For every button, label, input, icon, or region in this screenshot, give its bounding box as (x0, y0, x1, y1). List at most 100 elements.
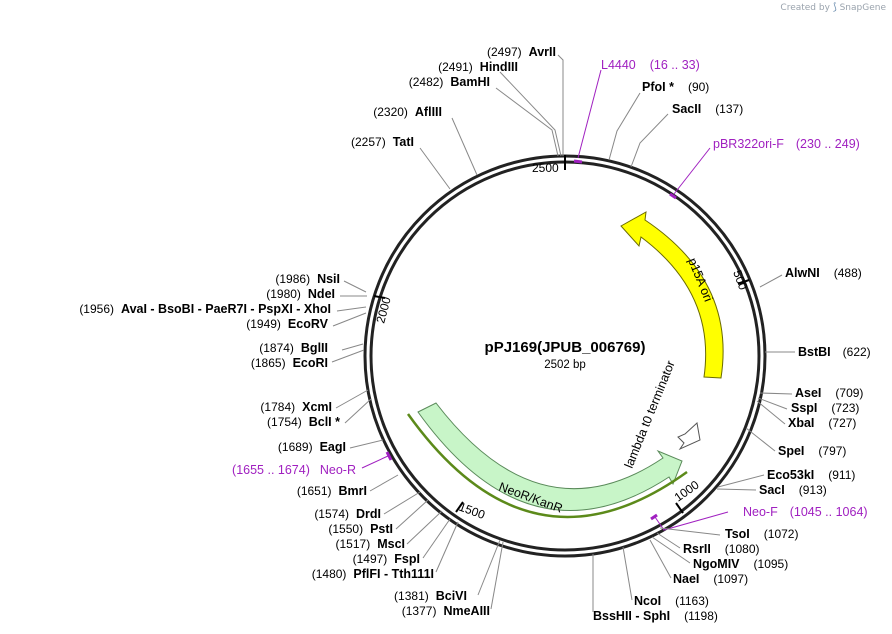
site-label-afliii: (2320)AflIII (373, 105, 442, 119)
leader-tsoi (659, 527, 721, 536)
tick-2000-mark (373, 295, 386, 299)
site-label-bglii: (1874)BglII (259, 341, 328, 355)
site-label-alwni: AlwNI(488) (785, 266, 862, 280)
leader-ncoi (622, 546, 633, 601)
site-label-psti: (1550)PstI (328, 522, 393, 536)
primer-label-neo-r: (1655 .. 1674)Neo-R (232, 463, 356, 477)
site-label-msci: (1517)MscI (336, 537, 405, 551)
leader-xcmi (335, 389, 369, 409)
site-label-avai-group: (1956)AvaI - BsoBI - PaeR7I - PspXI - Xh… (79, 302, 331, 316)
leader-fspi (422, 518, 451, 559)
tick-1500-mark (455, 501, 464, 513)
site-label-tsoi: TsoI(1072) (725, 527, 798, 541)
site-label-ncoi: NcoI(1163) (634, 594, 709, 608)
leader-hindiii (499, 71, 562, 157)
credit-brand: SnapGene (839, 3, 886, 13)
leader-eco53ki (717, 474, 765, 488)
leader-bcivi (477, 539, 501, 596)
feature-neor-kanr[interactable] (417, 402, 683, 512)
snapgene-logo-icon: ⟆ (832, 2, 837, 13)
leader-ecorv (332, 312, 367, 327)
tick-500-mark (737, 279, 750, 285)
leader-spei (745, 427, 776, 452)
leader-naei (649, 539, 672, 579)
primer-label-pbr322ori-f: pBR322ori-F(230 .. 249) (713, 137, 860, 151)
leader-pflfi (435, 521, 459, 573)
snapgene-credit: Created by ⟆ SnapGene (780, 2, 886, 13)
primer-label-l4440: L4440(16 .. 33) (601, 58, 700, 72)
site-label-nmeaiii: (1377)NmeAIII (402, 604, 490, 618)
site-label-bamhi: (2482)BamHI (409, 75, 490, 89)
primer-mark-pbr322ori-f (669, 192, 677, 200)
leader-drdi (383, 491, 421, 515)
site-label-sacii: SacII(137) (672, 102, 743, 116)
leader-sacii (630, 113, 669, 168)
site-label-drdi: (1574)DrdI (314, 507, 381, 521)
site-label-avrii: (2497)AvrII (487, 45, 556, 59)
tick-label-500: 500 (730, 268, 750, 292)
site-label-naei: NaeI(1097) (673, 572, 748, 586)
site-leader-lines (331, 54, 795, 612)
site-label-saci: SacI(913) (759, 483, 827, 497)
primer-mark-neo-f (650, 513, 658, 521)
site-label-ecorv: (1949)EcoRV (246, 317, 328, 331)
primer-mark-neo-r (385, 451, 393, 461)
leader-eagi (349, 439, 384, 449)
leader-bglii (341, 343, 364, 351)
primer-label-neo-f: Neo-F(1045 .. 1064) (743, 505, 868, 519)
plasmid-name: pPJ169(JPUB_006769) (485, 339, 646, 356)
tick-1000-mark (675, 502, 684, 514)
leader-avai (336, 306, 367, 312)
site-label-xcmi: (1784)XcmI (260, 400, 332, 414)
leader-xbai (756, 400, 786, 425)
site-label-eco53ki: Eco53kI(911) (767, 468, 855, 482)
site-label-nsii: (1986)NsiI (275, 272, 340, 286)
feature-lambda-t0-terminator[interactable] (677, 422, 701, 451)
site-label-bmri: (1651)BmrI (297, 484, 367, 498)
site-label-tati: (2257)TatI (351, 135, 414, 149)
neor-highlight-arc (406, 413, 688, 519)
leader-bamhi (495, 87, 559, 157)
leader-pfoi (608, 92, 641, 161)
leader-ngomiv (651, 536, 691, 564)
tick-label-1000: 1000 (672, 477, 702, 504)
site-label-fspi: (1497)FspI (353, 552, 420, 566)
leader-saci (716, 488, 757, 491)
leader-neo-r (361, 455, 389, 469)
site-label-asei: AseI(709) (795, 386, 863, 400)
leader-ecori (331, 349, 365, 363)
site-label-pflfi-tth111i: (1480)PflFI - Tth111I (312, 567, 434, 581)
leader-neo-f (654, 511, 729, 531)
leader-nsii (343, 280, 367, 293)
site-label-ngomiv: NgoMIV(1095) (693, 557, 788, 571)
site-label-bsshii-sphi: BssHII - SphI(1198) (593, 609, 718, 623)
leader-bcli (344, 398, 372, 424)
leader-asei (759, 392, 793, 395)
leader-afliii (451, 117, 478, 176)
site-label-bstbi: BstBI(622) (798, 345, 871, 359)
site-label-xbai: XbaI(727) (788, 416, 856, 430)
feature-label-lambda-t0: lambda t0 terminator (622, 359, 678, 471)
site-label-rsrii: RsrII(1080) (683, 542, 759, 556)
plasmid-size: 2502 bp (544, 359, 586, 371)
tick-label-2000: 2000 (373, 295, 394, 325)
leader-nmeaiii (490, 541, 504, 610)
leader-psti (395, 499, 429, 530)
leader-pbr322ori-f (673, 147, 711, 195)
site-label-bcli: (1754)BclI * (267, 415, 340, 429)
leader-avrii (557, 54, 564, 156)
site-label-ecori: (1865)EcoRI (251, 356, 328, 370)
leader-sspi (757, 397, 788, 410)
site-label-bcivi: (1381)BciVI (394, 589, 467, 603)
site-label-spei: SpeI(797) (778, 444, 846, 458)
leader-rsrii (656, 532, 681, 549)
site-label-hindiii: (2491)HindIII (438, 60, 518, 74)
primer-mark-l4440 (573, 159, 583, 164)
feature-p15a-ori[interactable] (620, 211, 724, 379)
leader-msci (406, 510, 443, 545)
leader-bmri (369, 474, 399, 492)
site-label-eagi: (1689)EagI (278, 440, 346, 454)
site-label-ndei: (1980)NdeI (266, 287, 335, 301)
leader-l4440 (577, 69, 602, 159)
